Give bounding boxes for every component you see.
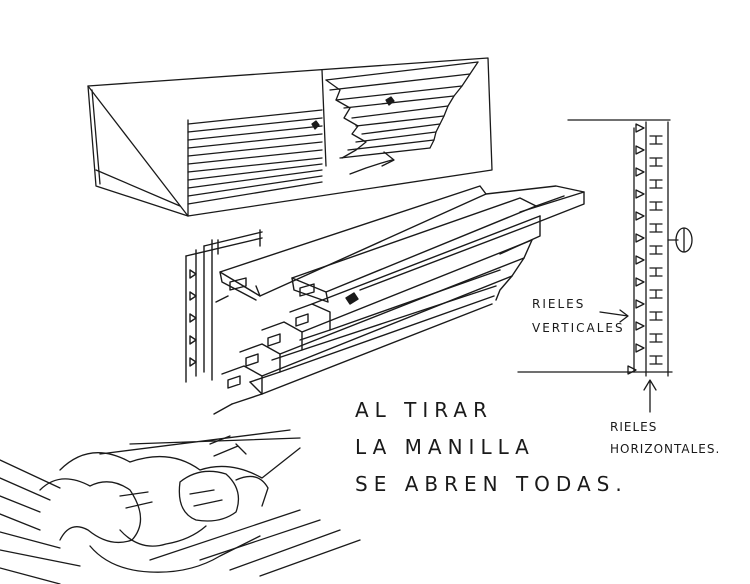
label-rieles-horizontales: RIELES HORIZONTALES.: [610, 416, 720, 460]
handle-icon: [345, 292, 359, 305]
arrow-to-horizontal-rails: [643, 379, 657, 413]
caption-note: AL TIRAR LA MANILLA SE ABREN TODAS.: [355, 392, 628, 503]
handle-icon: [311, 120, 320, 130]
caption-line: SE ABREN TODAS.: [355, 472, 628, 496]
handle-icon: [385, 96, 395, 106]
label-line: HORIZONTALES.: [610, 442, 721, 456]
sketch-hand-pulling: [0, 429, 361, 584]
sketch-rail-section: [517, 119, 693, 413]
label-line: VERTICALES: [532, 321, 625, 335]
label-rieles-verticales: RIELES VERTICALES: [532, 292, 625, 340]
label-line: RIELES: [610, 420, 658, 434]
sketch-stepped-rails: [185, 185, 585, 415]
arrow-to-vertical-rails: [599, 309, 629, 323]
caption-line: LA MANILLA: [355, 435, 535, 459]
sketch-louver-panel: [87, 57, 493, 217]
handle-icon: [667, 227, 693, 253]
label-line: RIELES: [532, 297, 586, 311]
caption-line: AL TIRAR: [355, 398, 493, 422]
